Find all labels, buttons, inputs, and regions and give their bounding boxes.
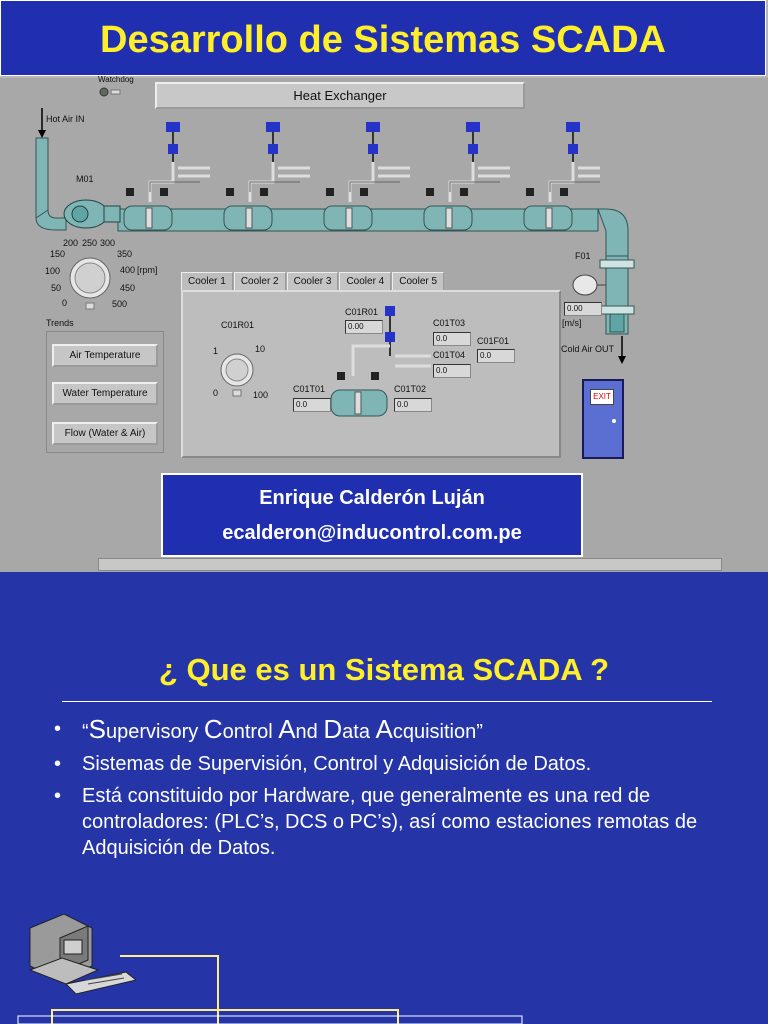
acronym-letter-a: A — [278, 714, 296, 744]
c01t04-value-field: 0.0 — [433, 364, 471, 378]
acronym-letter-c: C — [203, 714, 223, 744]
exit-door-button[interactable]: EXIT — [582, 379, 624, 459]
speed-tick-450: 450 — [120, 283, 136, 293]
c01t04-label: C01T04 — [433, 350, 466, 360]
cooler-valve-diagram — [330, 306, 431, 417]
flow-water-air-button[interactable]: Flow (Water & Air) — [52, 422, 158, 445]
speed-tick-250: 250 — [82, 238, 98, 248]
open-quote: “ — [82, 721, 89, 743]
c01r01-value-field: 0.00 — [345, 320, 383, 334]
acronym-word-supervisory: upervisory — [106, 721, 204, 743]
speed-tick-300: 300 — [100, 238, 116, 248]
door-knob-icon — [612, 419, 616, 423]
cold-air-arrow-icon — [618, 336, 626, 364]
acronym-word-acquisition: cquisition — [392, 721, 477, 743]
trends-label: Trends — [46, 318, 74, 328]
bullet-spanish-definition: Sistemas de Supervisión, Control y Adqui… — [52, 751, 742, 777]
c01t01-value-field: 0.0 — [293, 398, 331, 412]
c01t02-value-field: 0.0 — [394, 398, 432, 412]
title-underline — [62, 701, 712, 702]
trends-group — [46, 331, 164, 453]
dial-tick-10: 10 — [255, 344, 266, 354]
tab-cooler-1[interactable]: Cooler 1 — [181, 272, 233, 292]
cooler-1-panel: C01R01 1 10 0 100 C01R01 0.00 C01T03 0.0… — [181, 290, 561, 458]
acronym-word-control: ontrol — [222, 721, 279, 743]
slide-2-title: ¿ Que es un Sistema SCADA ? — [158, 652, 610, 687]
watchdog-label: Watchdog — [98, 75, 134, 84]
hot-air-in-label: Hot Air IN — [46, 114, 85, 124]
c01r01-valve-label: C01R01 — [345, 307, 379, 317]
motor-label: M01 — [76, 174, 94, 184]
cooler-tabs: Cooler 1 Cooler 2 Cooler 3 Cooler 4 Cool… — [181, 272, 445, 292]
valve-row — [123, 122, 600, 232]
heat-exchanger-title: Heat Exchanger — [155, 82, 525, 109]
c01t02-label: C01T02 — [394, 384, 427, 394]
acronym-letter-s: S — [88, 714, 107, 744]
tab-cooler-5[interactable]: Cooler 5 — [392, 272, 445, 292]
speed-tick-350: 350 — [117, 249, 133, 259]
author-box: Enrique Calderón Luján ecalderon@inducon… — [161, 473, 583, 557]
speed-dial-icon — [69, 257, 111, 310]
tab-cooler-4[interactable]: Cooler 4 — [339, 272, 392, 292]
air-temperature-button[interactable]: Air Temperature — [52, 344, 158, 367]
speed-tick-400: 400 — [120, 265, 136, 275]
water-temperature-button[interactable]: Water Temperature — [52, 382, 158, 405]
hmi-horizontal-scrollbar[interactable] — [98, 558, 722, 571]
tab-cooler-3[interactable]: Cooler 3 — [286, 272, 339, 292]
dial-tick-1: 1 — [213, 346, 219, 356]
bullet-list: “Supervisory Control And Data Acquisitio… — [52, 716, 742, 867]
slide-2: ¿ Que es un Sistema SCADA ? “Supervisory… — [0, 574, 768, 1024]
author-email: ecalderon@inducontrol.com.pe — [222, 522, 522, 544]
hmi-screen: Watchdog Heat Exchanger Hot Air IN M01 — [0, 75, 768, 572]
motor-fan-icon — [63, 199, 121, 229]
c01t01-label: C01T01 — [293, 384, 326, 394]
bullet-scada-acronym: “Supervisory Control And Data Acquisitio… — [52, 716, 742, 745]
speed-tick-100: 100 — [45, 266, 61, 276]
speed-tick-200: 200 — [63, 238, 79, 248]
tab-cooler-2[interactable]: Cooler 2 — [233, 272, 286, 292]
acronym-letter-a2: A — [375, 714, 393, 744]
speed-unit: [rpm] — [137, 265, 158, 275]
acronym-word-and: nd — [295, 721, 324, 743]
flow-value-field: 0.00 — [564, 302, 602, 316]
slide-1: Desarrollo de Sistemas SCADA Watchdog He… — [0, 0, 768, 572]
author-name: Enrique Calderón Luján — [259, 487, 485, 509]
dial-tick-100: 100 — [253, 390, 269, 400]
acronym-word-data: ata — [342, 721, 376, 743]
close-quote: ” — [476, 721, 483, 743]
cooler-dial-icon — [220, 353, 254, 397]
c01f01-value-field: 0.0 — [477, 349, 515, 363]
flow-label: F01 — [575, 251, 591, 261]
c01f01-label: C01F01 — [477, 336, 510, 346]
speed-tick-150: 150 — [50, 249, 66, 259]
speed-tick-500: 500 — [112, 299, 128, 309]
network-diagram — [17, 955, 523, 1024]
dial-tick-0: 0 — [213, 388, 219, 398]
exit-sign: EXIT — [590, 389, 614, 405]
slide-title-bar: Desarrollo de Sistemas SCADA — [0, 0, 766, 76]
slide-title: Desarrollo de Sistemas SCADA — [100, 19, 666, 61]
c01r01-dial-label: C01R01 — [221, 320, 255, 330]
acronym-letter-d: D — [323, 714, 343, 744]
speed-tick-50: 50 — [51, 283, 62, 293]
watchdog-indicator-icon — [99, 87, 121, 97]
computer-workstation-icon — [28, 913, 136, 995]
c01t03-value-field: 0.0 — [433, 332, 471, 346]
bullet-hardware: Está constituido por Hardware, que gener… — [52, 783, 742, 861]
speed-tick-0: 0 — [62, 298, 68, 308]
flow-unit: [m/s] — [562, 318, 582, 328]
cold-air-out-label: Cold Air OUT — [561, 344, 615, 354]
c01t03-label: C01T03 — [433, 318, 466, 328]
